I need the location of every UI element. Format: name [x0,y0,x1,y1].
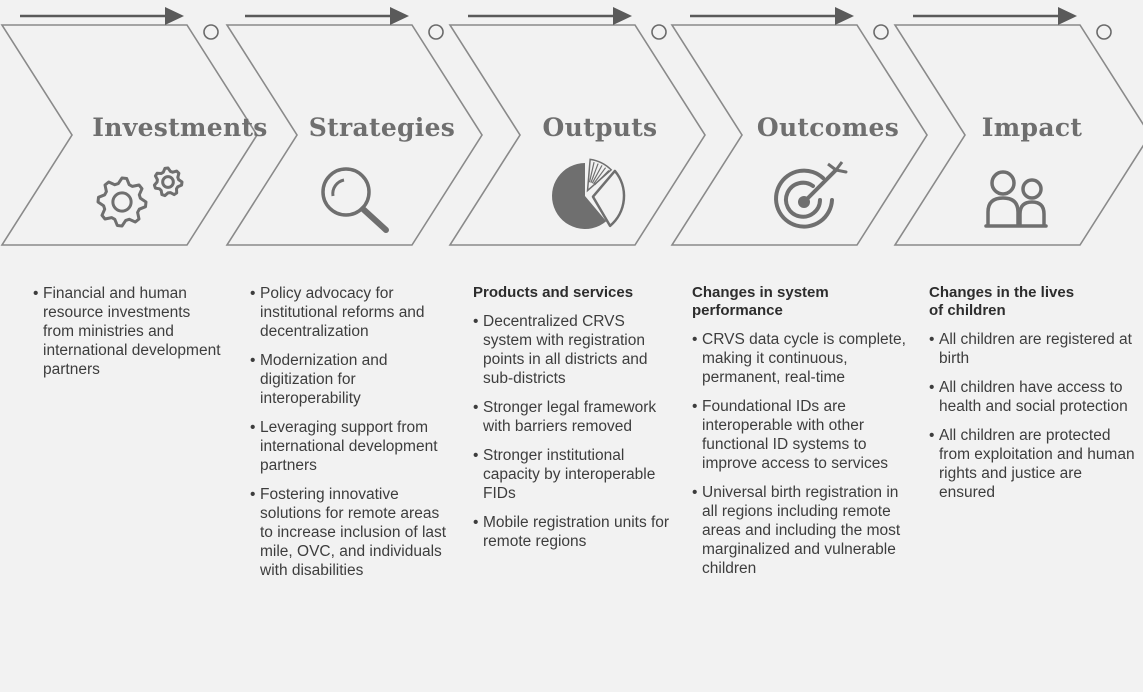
arrow-head [165,7,184,25]
chevron-outline [448,24,706,246]
bullet-item: Modernization and digitization for inter… [250,351,450,408]
bullet-item: Mobile registration units for remote reg… [473,513,678,551]
bullet-item: Stronger institutional capacity by inter… [473,446,678,503]
chevron-outline [670,24,928,246]
connector-circle [1096,24,1112,40]
bullet-item: Decentralized CRVS system with registrat… [473,312,678,388]
stage-title-impact: Impact [981,113,1083,142]
arrow-head [390,7,409,25]
connector-circle [873,24,889,40]
column-investments: Financial and human resource investments… [33,284,223,389]
stage-title-outputs: Outputs [542,113,658,142]
connector-circle [203,24,219,40]
arrow-head [613,7,632,25]
logic-model-chevrons [0,7,1143,246]
column-heading: Changes in the lives of children [929,284,1075,319]
arrow-head [1058,7,1077,25]
bullet-item: All children are registered at birth [929,330,1141,368]
chevron-outline [0,24,258,246]
bullet-item: Financial and human resource investments… [33,284,223,379]
stage-title-investments: Investments [92,113,268,142]
column-heading: Changes in system performance [692,284,829,319]
column-strategies: Policy advocacy for institutional reform… [250,284,450,590]
stage-impact [893,7,1143,246]
target-icon [774,161,848,229]
column-impact: Changes in the lives of children All chi… [929,284,1141,512]
connector-circle [651,24,667,40]
bullet-item: Universal birth registration in all regi… [692,483,907,578]
bullet-item: Fostering innovative solutions for remot… [250,485,450,580]
stage-investments [0,7,258,246]
people-icon [984,170,1048,228]
stage-outputs [448,7,706,246]
stage-title-outcomes: Outcomes [756,113,900,142]
chevron-outline [225,24,483,246]
bullet-item: Foundational IDs are interoperable with … [692,397,907,473]
connector-circle [428,24,444,40]
chevron-outline [893,24,1143,246]
column-outcomes: Changes in system performance CRVS data … [692,284,907,588]
bullet-item: Leveraging support from international de… [250,418,450,475]
stage-title-strategies: Strategies [308,113,456,142]
bullet-item: CRVS data cycle is complete, making it c… [692,330,907,387]
stage-outcomes [670,7,928,246]
gears-icon [96,166,184,228]
pie-chart-icon [552,158,626,229]
column-outputs: Products and services Decentralized CRVS… [473,284,678,561]
bullet-item: All children have access to health and s… [929,378,1141,416]
column-heading: Products and services [473,284,634,301]
arrow-head [835,7,854,25]
magnifier-icon [321,167,389,233]
stage-strategies [225,7,483,246]
bullet-item: Stronger legal framework with barriers r… [473,398,678,436]
bullet-item: Policy advocacy for institutional reform… [250,284,450,341]
bullet-item: All children are protected from exploita… [929,426,1141,502]
